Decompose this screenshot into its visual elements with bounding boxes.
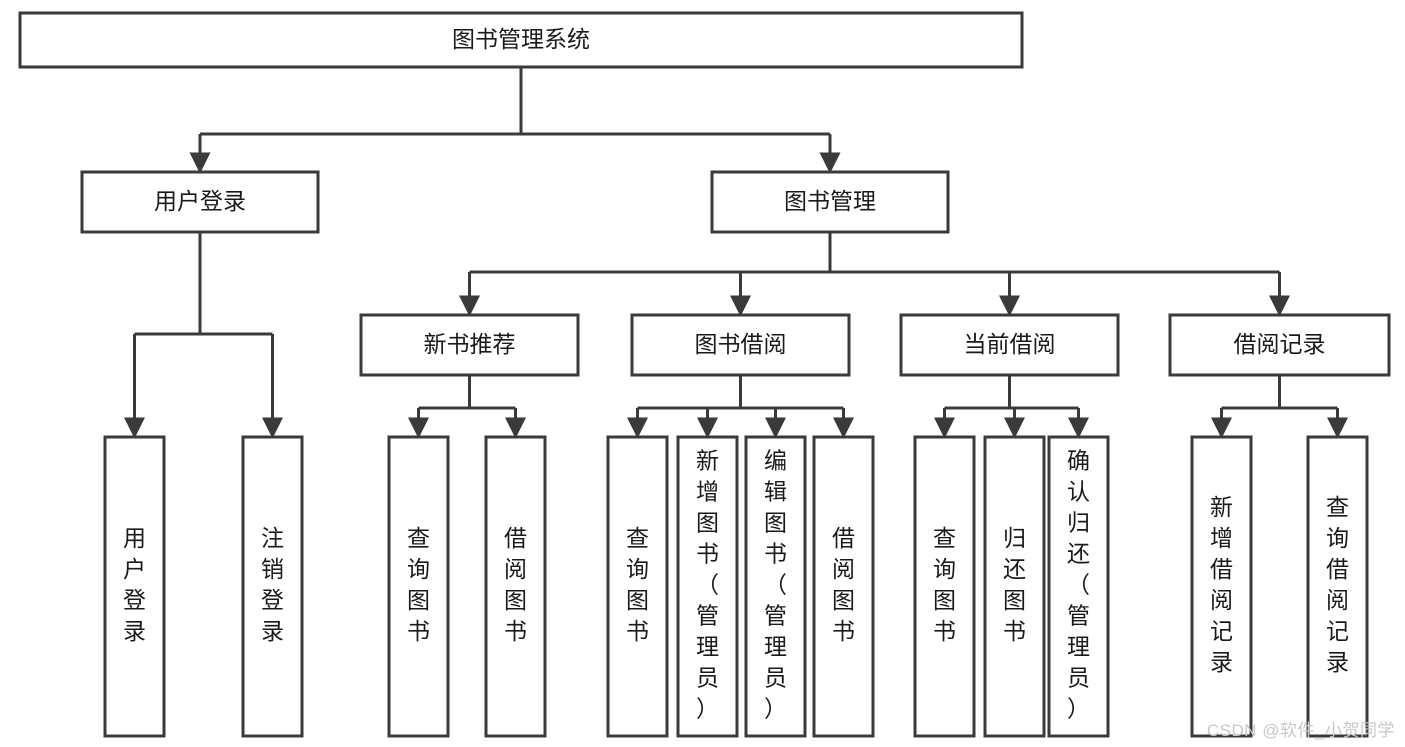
node-box-book-borrow[interactable] (630, 313, 851, 377)
node-leaf-bb-borrow[interactable]: 借阅图书 (812, 435, 875, 738)
node-label-current-borrow: 当前借阅 (964, 331, 1056, 357)
node-label-leaf-rec-borrow: 借阅图书 (504, 525, 527, 644)
node-box-borrow-record[interactable] (1168, 313, 1391, 377)
node-box-leaf-bb-query[interactable] (606, 435, 669, 738)
node-box-book-manage[interactable] (710, 170, 950, 234)
node-label-new-book-rec: 新书推荐 (424, 331, 516, 357)
node-label-leaf-br-query: 查询借阅记录 (1326, 494, 1349, 675)
watermark-label: CSDN @软件_小贺同学 (1206, 721, 1395, 740)
node-leaf-bb-query[interactable]: 查询图书 (606, 435, 669, 738)
node-label-leaf-logout: 注销登录 (261, 525, 284, 644)
node-label-book-manage: 图书管理 (784, 188, 876, 214)
node-label-book-borrow: 图书借阅 (695, 331, 787, 357)
node-current-borrow[interactable]: 当前借阅 (899, 313, 1120, 377)
node-label-leaf-bb-query: 查询图书 (626, 525, 649, 644)
node-box-leaf-bb-borrow[interactable] (812, 435, 875, 738)
node-label-leaf-br-add: 新增借阅记录 (1210, 494, 1233, 675)
node-leaf-rec-query[interactable]: 查询图书 (387, 435, 450, 738)
node-leaf-rec-borrow[interactable]: 借阅图书 (484, 435, 547, 738)
node-box-leaf-br-add[interactable] (1190, 435, 1253, 738)
node-label-leaf-rec-query: 查询图书 (407, 525, 430, 644)
edge-group-book-manage (459, 232, 1290, 317)
node-box-leaf-cb-return[interactable] (983, 435, 1046, 738)
node-leaf-bb-add[interactable]: 新增图书（管理员） (676, 435, 739, 738)
node-user-login[interactable]: 用户登录 (80, 170, 320, 234)
node-box-leaf-bb-edit[interactable] (744, 435, 807, 738)
node-label-leaf-cb-return: 归还图书 (1003, 525, 1026, 644)
node-leaf-bb-edit[interactable]: 编辑图书（管理员） (744, 435, 807, 738)
node-label-leaf-bb-add: 新增图书（管理员） (696, 448, 719, 722)
node-box-current-borrow[interactable] (899, 313, 1120, 377)
node-leaf-cb-query[interactable]: 查询图书 (913, 435, 976, 738)
node-label-leaf-bb-edit: 编辑图书（管理员） (764, 448, 787, 722)
node-label-leaf-cb-confirm: 确认归还（管理员） (1067, 448, 1090, 722)
node-leaf-cb-return[interactable]: 归还图书 (983, 435, 1046, 738)
node-box-root[interactable] (18, 11, 1024, 69)
node-label-borrow-record: 借阅记录 (1234, 331, 1326, 357)
node-box-leaf-cb-query[interactable] (913, 435, 976, 738)
node-box-leaf-rec-borrow[interactable] (484, 435, 547, 738)
edge-group-root (189, 67, 841, 174)
node-label-leaf-cb-query: 查询图书 (933, 525, 956, 644)
node-leaf-cb-confirm[interactable]: 确认归还（管理员） (1047, 435, 1110, 738)
node-box-leaf-cb-confirm[interactable] (1047, 435, 1110, 738)
node-root[interactable]: 图书管理系统 (18, 11, 1024, 69)
node-label-leaf-user-login: 用户登录 (123, 525, 146, 644)
node-new-book-rec[interactable]: 新书推荐 (359, 313, 580, 377)
node-box-leaf-br-query[interactable] (1306, 435, 1369, 738)
edge-group-user-login (124, 232, 283, 439)
edge-group-book-borrow (627, 375, 854, 439)
edge-group-new-book-rec (408, 375, 526, 439)
node-box-leaf-bb-add[interactable] (676, 435, 739, 738)
node-label-root: 图书管理系统 (452, 26, 590, 52)
node-box-user-login[interactable] (80, 170, 320, 234)
node-layer: 图书管理系统用户登录图书管理新书推荐图书借阅当前借阅借阅记录用户登录注销登录查询… (18, 11, 1391, 738)
node-box-leaf-user-login[interactable] (103, 435, 166, 738)
node-label-user-login: 用户登录 (154, 188, 246, 214)
edge-layer (124, 67, 1348, 439)
node-book-manage[interactable]: 图书管理 (710, 170, 950, 234)
node-leaf-logout[interactable]: 注销登录 (241, 435, 304, 738)
node-box-new-book-rec[interactable] (359, 313, 580, 377)
edge-group-current-borrow (934, 375, 1089, 439)
node-book-borrow[interactable]: 图书借阅 (630, 313, 851, 377)
node-leaf-br-query[interactable]: 查询借阅记录 (1306, 435, 1369, 738)
node-borrow-record[interactable]: 借阅记录 (1168, 313, 1391, 377)
node-leaf-br-add[interactable]: 新增借阅记录 (1190, 435, 1253, 738)
edge-group-borrow-record (1211, 375, 1348, 439)
node-leaf-user-login[interactable]: 用户登录 (103, 435, 166, 738)
node-box-leaf-rec-query[interactable] (387, 435, 450, 738)
node-label-leaf-bb-borrow: 借阅图书 (832, 525, 855, 644)
node-box-leaf-logout[interactable] (241, 435, 304, 738)
